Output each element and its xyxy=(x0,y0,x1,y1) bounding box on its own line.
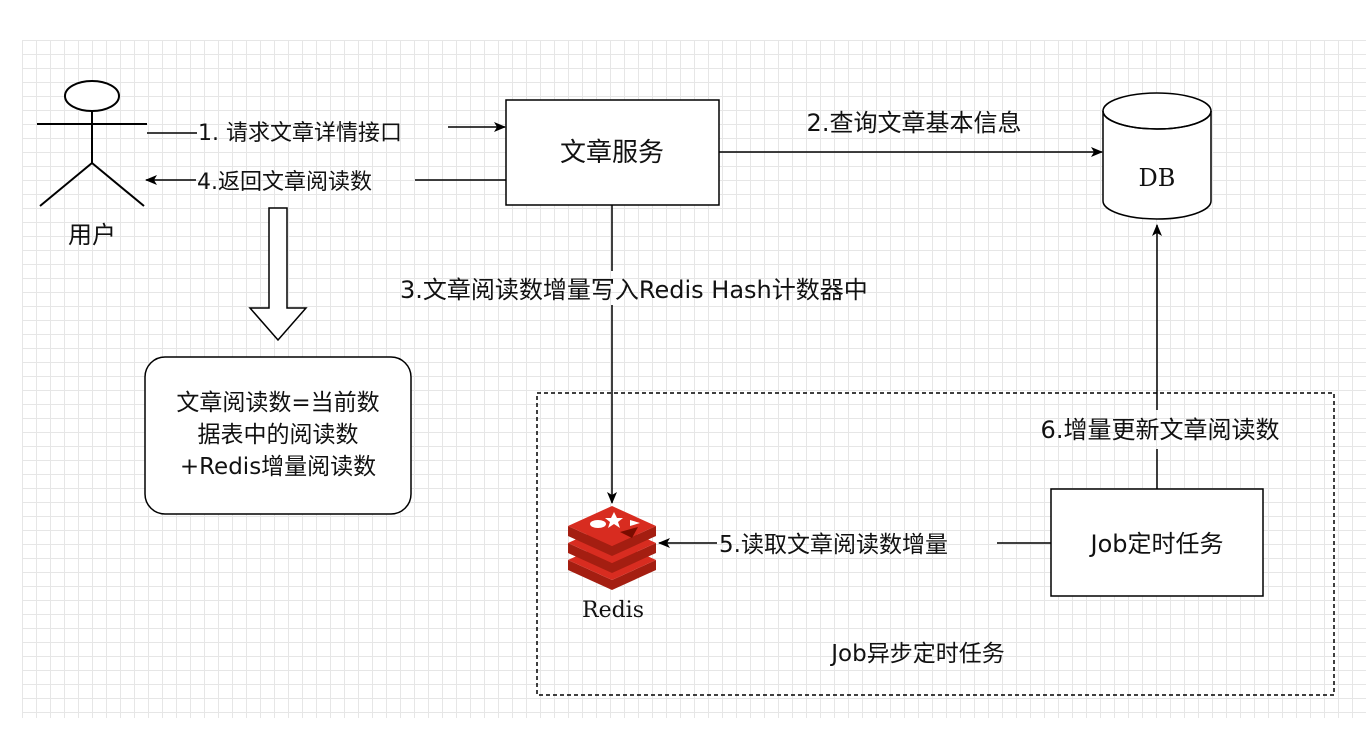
article-service-box[interactable] xyxy=(505,99,720,206)
formula-box xyxy=(144,356,412,515)
edge-1-label: 1. 请求文章详情接口 xyxy=(198,121,402,146)
job-group-container xyxy=(536,392,1335,696)
job-label: Job定时任务 xyxy=(1089,530,1224,558)
article-service-label: 文章服务 xyxy=(560,138,664,168)
database-icon[interactable] xyxy=(1102,92,1212,220)
edge-4-label: 4.返回文章阅读数 xyxy=(197,170,372,195)
formula-line-1: 文章阅读数=当前数 xyxy=(176,390,379,416)
actor-icon[interactable] xyxy=(37,80,147,207)
edge-2-label: 2.查询文章基本信息 xyxy=(807,109,1022,137)
hollow-down-arrow-icon xyxy=(248,207,308,342)
redis-logo-icon[interactable] xyxy=(568,506,656,590)
actor-label: 用户 xyxy=(68,221,116,249)
edge-5-label: 5.读取文章阅读数增量 xyxy=(719,532,948,558)
edge-3-label: 3.文章阅读数增量写入Redis Hash计数器中 xyxy=(400,276,868,304)
db-label: DB xyxy=(1139,164,1176,192)
job-box[interactable] xyxy=(1050,488,1264,597)
formula-line-2: 据表中的阅读数 xyxy=(198,422,359,448)
job-group-label: Job异步定时任务 xyxy=(829,641,1004,667)
formula-line-3: +Redis增量阅读数 xyxy=(180,454,376,480)
redis-label: Redis xyxy=(582,598,644,623)
edge-6-label: 6.增量更新文章阅读数 xyxy=(1041,416,1280,444)
